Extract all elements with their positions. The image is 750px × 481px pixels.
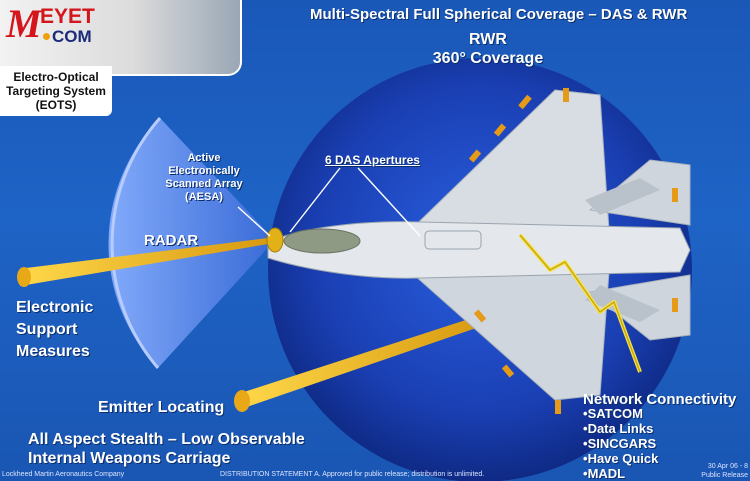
logo-dot <box>43 33 50 40</box>
rwr-line-2: 360° Coverage <box>432 50 544 67</box>
network-item: SATCOM <box>583 406 658 421</box>
footer-release: 30 Apr 06 - 8 Public Release <box>668 462 748 480</box>
eots-label: Electro-Optical Targeting System (EOTS) <box>6 70 106 112</box>
network-label: Network Connectivity <box>583 391 737 408</box>
network-list: SATCOM Data Links SINCGARS Have Quick MA… <box>583 406 659 481</box>
footer-distribution: DISTRIBUTION STATEMENT A. Approved for p… <box>220 471 485 478</box>
logo-text-bottom: COM <box>52 27 92 46</box>
esm-line-2: Support <box>16 321 78 338</box>
network-item: MADL <box>583 466 658 481</box>
footer-company: Lockheed Martin Aeronautics Company <box>2 471 125 478</box>
network-item: Have Quick <box>583 451 659 466</box>
f35-aircraft <box>266 88 691 414</box>
esm-label: Electronic Support Measures <box>16 297 93 363</box>
stealth-line-2: Internal Weapons Carriage <box>28 450 231 467</box>
stealth-line-1: All Aspect Stealth – Low Observable <box>28 431 305 448</box>
emitter-label: Emitter Locating <box>98 399 225 416</box>
logo-letter: M <box>6 1 42 46</box>
esm-line-1: Electronic <box>16 299 94 316</box>
logo-panel <box>0 0 242 76</box>
rwr-label: RWR 360° Coverage <box>408 30 568 68</box>
radar-cone <box>108 118 276 368</box>
footer-date: 30 Apr 06 - 8 <box>707 463 748 470</box>
das-pointer-lines <box>289 167 421 237</box>
eots-label-box <box>0 66 112 116</box>
footer-status: Public Release <box>701 472 748 479</box>
aesa-label: Active Electronically Scanned Array (AES… <box>165 152 243 203</box>
stealth-label: All Aspect Stealth – Low Observable Inte… <box>28 430 305 468</box>
emitter-beam <box>234 316 482 412</box>
esm-beam <box>17 238 268 287</box>
esm-line-3: Measures <box>16 343 90 360</box>
aesa-pointer-line <box>237 206 271 237</box>
network-item: Data Links <box>583 421 658 436</box>
das-label: 6 DAS Apertures <box>325 153 420 167</box>
network-item: SINCGARS <box>583 436 658 451</box>
radar-label: RADAR <box>144 232 199 249</box>
logo-text-top: EYET <box>40 5 95 28</box>
radar-cone-rim <box>110 117 162 369</box>
page-title: Multi-Spectral Full Spherical Coverage –… <box>310 6 688 23</box>
rwr-line-1: RWR <box>469 31 507 48</box>
